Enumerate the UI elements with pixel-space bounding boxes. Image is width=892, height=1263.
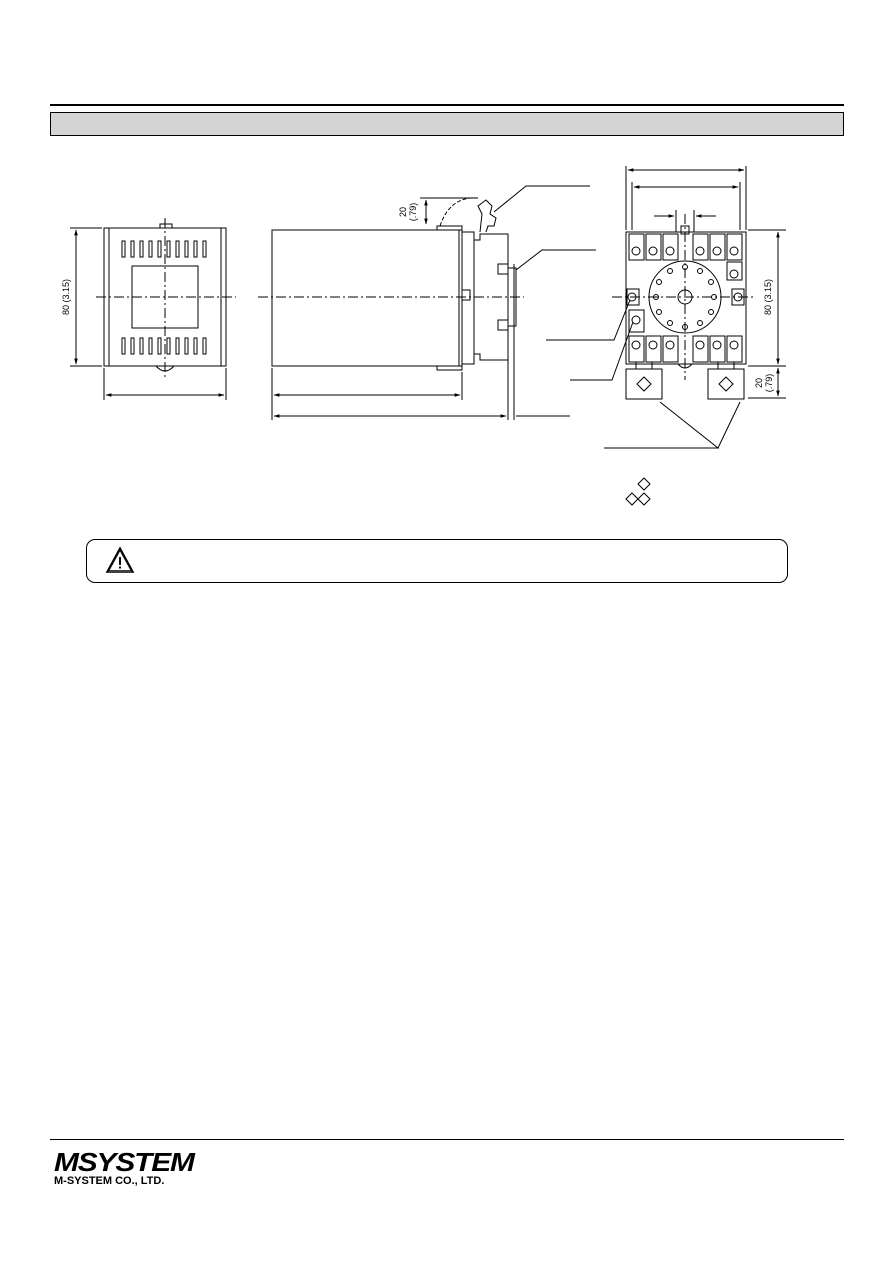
socket-height-dim: 80 (3.15) — [763, 279, 773, 315]
side-clearance-dim: 20(.79) — [398, 203, 418, 222]
section-header-bar — [50, 112, 844, 136]
bottom-rule — [50, 1139, 844, 1140]
side-view — [258, 185, 596, 420]
front-view — [70, 218, 236, 400]
company-name: M-SYSTEM CO., LTD. — [54, 1175, 165, 1187]
bottom-vent-slots — [121, 337, 207, 355]
warning-icon — [105, 546, 135, 573]
front-height-dim: 80 (3.15) — [61, 279, 71, 315]
top-vent-slots — [121, 240, 207, 258]
company-logo: MSYSTEM — [54, 1147, 195, 1177]
socket-view — [546, 166, 786, 506]
footer: MSYSTEM M-SYSTEM CO., LTD. — [54, 1149, 195, 1187]
warning-box — [86, 539, 788, 583]
dimensions-drawing: 80 (3.15) 20(.79) — [61, 166, 786, 506]
socket-clearance-dim: 20(.79) — [754, 374, 774, 393]
top-rule — [50, 104, 844, 106]
top-terminals — [628, 233, 743, 281]
diamond-symbol — [625, 477, 651, 506]
